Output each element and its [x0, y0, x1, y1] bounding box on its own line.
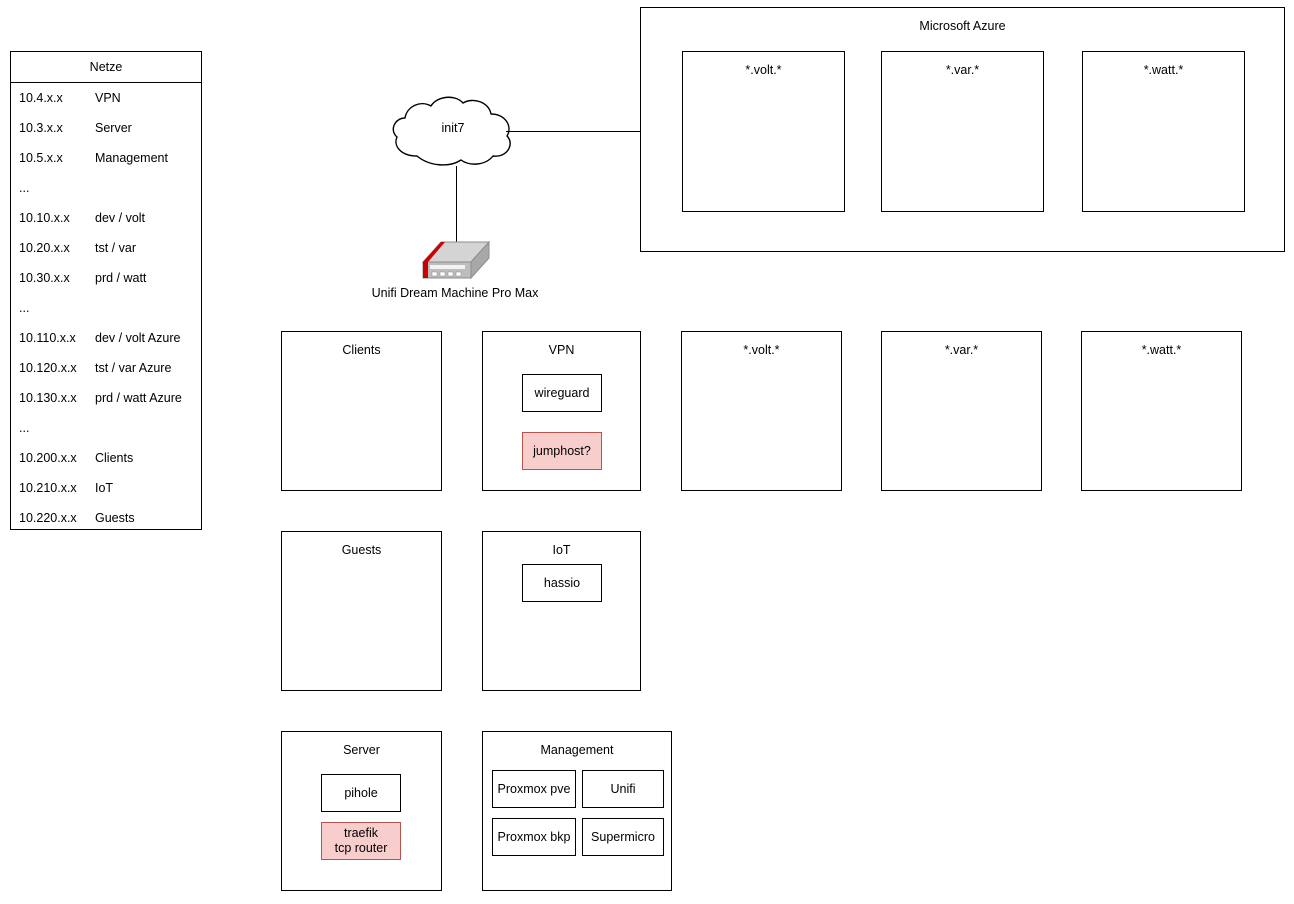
- node-proxmox-bkp[interactable]: Proxmox bkp: [492, 818, 576, 856]
- internet-cloud: init7: [385, 94, 521, 168]
- node-unifi[interactable]: Unifi: [582, 770, 664, 808]
- azure-group-title: Microsoft Azure: [919, 19, 1006, 33]
- node-proxmox-pve[interactable]: Proxmox pve: [492, 770, 576, 808]
- netze-cidr: 10.10.x.x: [19, 211, 70, 225]
- netze-cidr: 10.4.x.x: [19, 91, 63, 105]
- netze-row: 10.220.x.x Guests: [11, 503, 201, 533]
- azure-subnet-label: *.volt.*: [745, 63, 782, 77]
- azure-subnet-volt: *.volt.*: [682, 51, 845, 212]
- netze-name: IoT: [95, 481, 114, 495]
- node-supermicro[interactable]: Supermicro: [582, 818, 664, 856]
- netze-cidr: 10.110.x.x: [19, 331, 76, 345]
- netze-row: ...: [11, 293, 201, 323]
- netze-cidr: ...: [19, 421, 30, 435]
- group-iot: IoT hassio: [482, 531, 641, 691]
- node-pihole[interactable]: pihole: [321, 774, 401, 812]
- netze-name: Management: [95, 151, 168, 165]
- netze-name: dev / volt: [95, 211, 146, 225]
- netze-name: dev / volt Azure: [95, 331, 181, 345]
- netze-row: 10.3.x.x Server: [11, 113, 201, 143]
- netze-cidr: 10.200.x.x: [19, 451, 77, 465]
- netze-cidr: 10.220.x.x: [19, 511, 77, 525]
- netze-row: 10.110.x.x dev / volt Azure: [11, 323, 201, 353]
- netze-cidr: 10.3.x.x: [19, 121, 63, 135]
- netze-cidr: ...: [19, 301, 30, 315]
- netze-row: 10.30.x.x prd / watt: [11, 263, 201, 293]
- node-traefik-tcp-router[interactable]: traefik tcp router: [321, 822, 401, 860]
- netze-row: 10.20.x.x tst / var: [11, 233, 201, 263]
- azure-subnet-label: *.watt.*: [1143, 63, 1184, 77]
- netze-row: 10.210.x.x IoT: [11, 473, 201, 503]
- netze-header-label: Netze: [89, 60, 123, 74]
- azure-group: Microsoft Azure *.volt.* *.var.* *.watt.…: [640, 7, 1285, 252]
- netze-cidr: 10.5.x.x: [19, 151, 63, 165]
- group-title: *.var.*: [944, 343, 979, 357]
- netze-cidr: 10.20.x.x: [19, 241, 70, 255]
- group-title: VPN: [548, 343, 575, 357]
- netze-cidr: ...: [19, 181, 30, 195]
- node-wireguard[interactable]: wireguard: [522, 374, 602, 412]
- netze-cidr: 10.30.x.x: [19, 271, 70, 285]
- netze-name: tst / var Azure: [95, 361, 172, 375]
- cloud-label: init7: [441, 121, 465, 135]
- netze-name: Clients: [95, 451, 134, 465]
- group-title: *.volt.*: [743, 343, 780, 357]
- netze-name: VPN: [95, 91, 121, 105]
- group-guests: Guests: [281, 531, 442, 691]
- group-server: Server pihole traefik tcp router: [281, 731, 442, 891]
- azure-subnet-watt: *.watt.*: [1082, 51, 1245, 212]
- router-label: Unifi Dream Machine Pro Max: [371, 286, 539, 300]
- group-title: Management: [540, 743, 614, 757]
- group-vpn: VPN wireguard jumphost?: [482, 331, 641, 491]
- netze-cidr: 10.130.x.x: [19, 391, 77, 405]
- group-management: Management Proxmox pve Unifi Proxmox bkp…: [482, 731, 672, 891]
- router-device-icon: [421, 240, 491, 285]
- connector-cloud-to-azure: [506, 131, 640, 132]
- netze-row: 10.130.x.x prd / watt Azure: [11, 383, 201, 413]
- netze-name: Server: [95, 121, 132, 135]
- netze-name: prd / watt: [95, 271, 147, 285]
- node-hassio[interactable]: hassio: [522, 564, 602, 602]
- netze-table-header: Netze: [11, 52, 201, 83]
- netze-name: Guests: [95, 511, 135, 525]
- netze-name: prd / watt Azure: [95, 391, 182, 405]
- unifi-router-icon: [421, 240, 491, 280]
- group-title: Clients: [342, 343, 381, 357]
- netze-cidr: 10.120.x.x: [19, 361, 77, 375]
- group-var: *.var.*: [881, 331, 1042, 491]
- group-title: Guests: [341, 543, 382, 557]
- group-title: Server: [343, 743, 380, 757]
- netze-row: 10.10.x.x dev / volt: [11, 203, 201, 233]
- netze-row: 10.5.x.x Management: [11, 143, 201, 173]
- group-title: IoT: [552, 543, 571, 557]
- netze-row: ...: [11, 413, 201, 443]
- group-volt: *.volt.*: [681, 331, 842, 491]
- cloud-icon: [392, 96, 511, 166]
- azure-subnet-var: *.var.*: [881, 51, 1044, 212]
- azure-subnet-label: *.var.*: [945, 63, 980, 77]
- netze-row: ...: [11, 173, 201, 203]
- connector-cloud-to-router: [456, 166, 457, 243]
- group-title: *.watt.*: [1141, 343, 1182, 357]
- netze-cidr: 10.210.x.x: [19, 481, 77, 495]
- netze-row: 10.4.x.x VPN: [11, 83, 201, 113]
- group-watt: *.watt.*: [1081, 331, 1242, 491]
- netze-row: 10.120.x.x tst / var Azure: [11, 353, 201, 383]
- group-clients: Clients: [281, 331, 442, 491]
- netze-legend-table: Netze 10.4.x.x VPN 10.3.x.x Server 10.5.…: [10, 51, 202, 530]
- netze-row: 10.200.x.x Clients: [11, 443, 201, 473]
- node-jumphost[interactable]: jumphost?: [522, 432, 602, 470]
- netze-name: tst / var: [95, 241, 136, 255]
